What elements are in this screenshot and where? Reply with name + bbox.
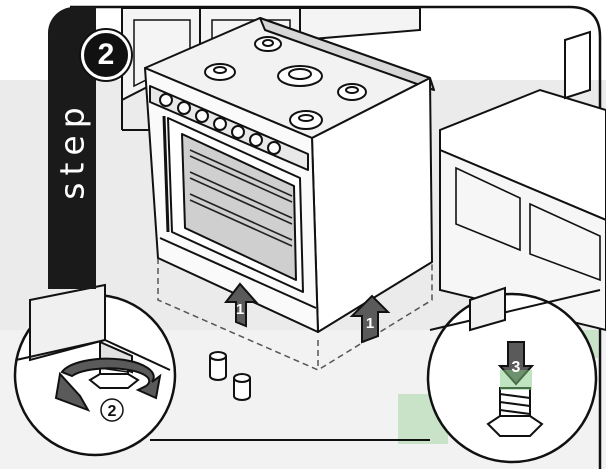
screw-arrow-label: 3 — [512, 359, 521, 376]
oven — [145, 18, 434, 332]
spare-feet — [210, 352, 250, 400]
step-label: step — [53, 100, 92, 199]
hex-nut — [488, 416, 542, 436]
lift-arrow-label-left: 1 — [236, 301, 244, 318]
step-number-badge: 2 — [81, 30, 131, 80]
rotate-arrow-label: 2 — [108, 403, 117, 420]
right-cabinet — [440, 32, 606, 330]
lift-arrow-label-right: 1 — [366, 315, 374, 332]
